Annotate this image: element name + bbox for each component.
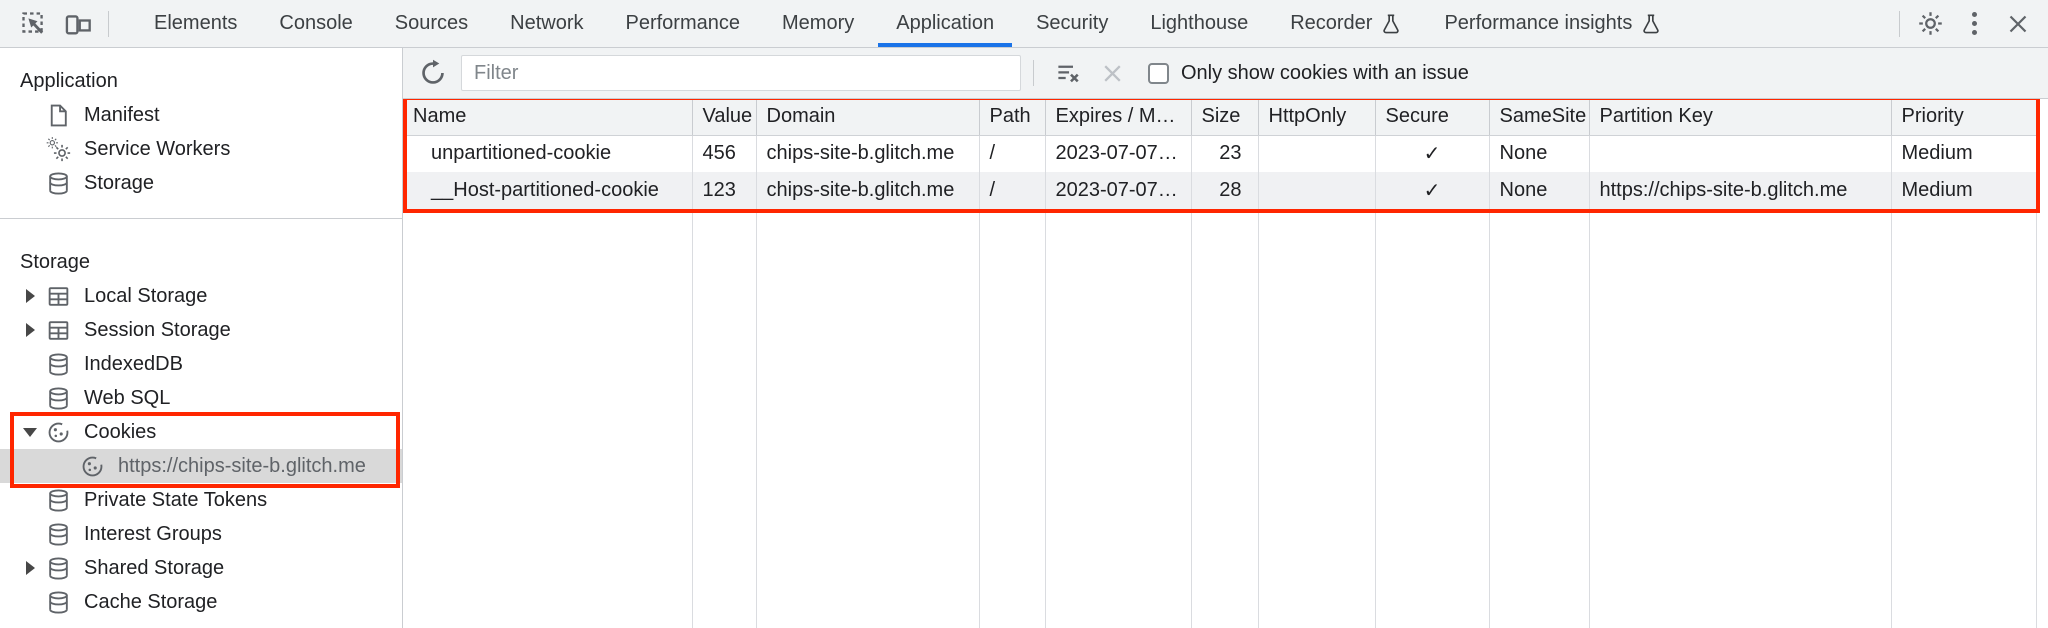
- filter-input[interactable]: [461, 55, 1021, 91]
- cookies-table-area: Name Value Domain Path Expires / M… Size…: [403, 99, 2048, 628]
- tab-application[interactable]: Application: [875, 0, 1015, 47]
- service-worker-gears-icon: [44, 135, 72, 163]
- tab-performance-insights[interactable]: Performance insights: [1423, 0, 1683, 47]
- expand-arrow-icon: [25, 323, 35, 337]
- tab-network[interactable]: Network: [510, 12, 584, 34]
- database-icon: [44, 384, 72, 412]
- application-panel: Application Manifest: [0, 48, 2048, 628]
- sidebar-item-cookie-origin[interactable]: https://chips-site-b.glitch.me: [0, 449, 402, 483]
- sidebar-item-interest-groups[interactable]: Interest Groups: [0, 517, 402, 551]
- device-toolbar-icon: [64, 10, 92, 38]
- settings-gear-icon: [1917, 10, 1944, 37]
- section-title-storage: Storage: [20, 251, 91, 273]
- refresh-button[interactable]: [411, 55, 455, 91]
- delete-selected-button[interactable]: [1090, 55, 1134, 91]
- document-icon: [44, 101, 72, 129]
- cookie-row-host-partitioned[interactable]: __Host-partitioned-cookie 123 chips-site…: [403, 172, 2037, 209]
- tab-elements[interactable]: Elements: [154, 12, 238, 34]
- sidebar-item-service-workers[interactable]: Service Workers: [0, 132, 402, 166]
- sidebar-item-web-sql[interactable]: Web SQL: [0, 381, 402, 415]
- column-header-value[interactable]: Value: [692, 99, 757, 136]
- expand-arrow-icon: [25, 561, 35, 575]
- table-icon: [44, 316, 72, 344]
- column-header-samesite[interactable]: SameSite: [1489, 99, 1590, 136]
- column-header-domain[interactable]: Domain: [756, 99, 980, 136]
- cookies-toolbar: Only show cookies with an issue: [403, 48, 2048, 99]
- issue-filter-label: Only show cookies with an issue: [1181, 61, 1469, 84]
- tab-security[interactable]: Security: [1036, 12, 1109, 34]
- cookie-icon: [44, 418, 72, 446]
- device-toolbar-button[interactable]: [56, 6, 100, 42]
- table-header-row: Name Value Domain Path Expires / M… Size…: [403, 99, 2037, 136]
- application-sidebar: Application Manifest: [0, 48, 403, 628]
- sidebar-item-manifest[interactable]: Manifest: [0, 98, 402, 132]
- tabbar-divider: [1899, 10, 1900, 37]
- kebab-menu-icon: [1971, 12, 1977, 35]
- tab-sources[interactable]: Sources: [394, 12, 469, 34]
- sidebar-item-storage[interactable]: Storage: [0, 166, 402, 200]
- tab-lighthouse[interactable]: Lighthouse: [1150, 12, 1249, 34]
- sidebar-item-shared-storage[interactable]: Shared Storage: [0, 551, 402, 585]
- table-icon: [44, 282, 72, 310]
- table-empty-area: [403, 209, 2037, 628]
- toolbar-divider: [1033, 60, 1034, 86]
- tabbar-right-icons: [1891, 0, 2048, 47]
- clear-filter-icon: [1055, 60, 1082, 87]
- clear-filter-button[interactable]: [1046, 55, 1090, 91]
- column-header-priority[interactable]: Priority: [1891, 99, 2037, 136]
- settings-button[interactable]: [1908, 6, 1952, 42]
- sidebar-item-local-storage[interactable]: Local Storage: [0, 279, 402, 313]
- database-icon: [44, 520, 72, 548]
- inspect-button[interactable]: [12, 6, 56, 42]
- inspect-icon: [20, 10, 48, 38]
- delete-icon: [1100, 61, 1125, 86]
- section-title-application: Application: [20, 70, 118, 92]
- cookies-table: Name Value Domain Path Expires / M… Size…: [403, 99, 2037, 628]
- column-header-path[interactable]: Path: [979, 99, 1046, 136]
- close-icon: [2006, 12, 2030, 36]
- tabbar-tool-icons: [0, 0, 117, 47]
- database-icon: [44, 486, 72, 514]
- more-options-button[interactable]: [1952, 6, 1996, 42]
- expand-arrow-icon: [25, 289, 35, 303]
- database-icon: [44, 350, 72, 378]
- experiment-flask-icon: [1640, 13, 1662, 35]
- sidebar-section-application: Application Manifest: [0, 48, 402, 218]
- close-devtools-button[interactable]: [1996, 6, 2040, 42]
- tab-strip: Elements Console Sources Network Perform…: [133, 0, 1683, 47]
- column-header-partition-key[interactable]: Partition Key: [1589, 99, 1892, 136]
- database-icon: [44, 554, 72, 582]
- column-header-expires[interactable]: Expires / M…: [1045, 99, 1192, 136]
- refresh-icon: [419, 59, 447, 87]
- tab-console[interactable]: Console: [279, 12, 353, 34]
- secure-checkmark: ✓: [1375, 172, 1490, 209]
- collapse-arrow-icon: [23, 427, 37, 437]
- tabbar-divider: [108, 10, 109, 37]
- sidebar-item-private-state-tokens[interactable]: Private State Tokens: [0, 483, 402, 517]
- cookies-panel: Only show cookies with an issue Name Val…: [403, 48, 2048, 628]
- sidebar-item-cache-storage[interactable]: Cache Storage: [0, 585, 402, 619]
- cookie-icon: [78, 452, 106, 480]
- tab-performance[interactable]: Performance: [625, 12, 741, 34]
- cookie-row-unpartitioned[interactable]: unpartitioned-cookie 456 chips-site-b.gl…: [403, 135, 2037, 172]
- tab-recorder[interactable]: Recorder: [1269, 0, 1423, 47]
- sidebar-item-indexeddb[interactable]: IndexedDB: [0, 347, 402, 381]
- sidebar-item-session-storage[interactable]: Session Storage: [0, 313, 402, 347]
- secure-checkmark: ✓: [1375, 135, 1490, 172]
- experiment-flask-icon: [1380, 13, 1402, 35]
- column-header-name[interactable]: Name: [403, 99, 693, 136]
- devtools-tabbar: Elements Console Sources Network Perform…: [0, 0, 2048, 48]
- column-header-httponly[interactable]: HttpOnly: [1258, 99, 1376, 136]
- database-icon: [44, 169, 72, 197]
- tab-memory[interactable]: Memory: [782, 12, 855, 34]
- sidebar-section-storage: Storage Local Storage: [0, 218, 402, 628]
- sidebar-item-cookies[interactable]: Cookies: [0, 415, 402, 449]
- column-header-size[interactable]: Size: [1191, 99, 1259, 136]
- issue-filter-checkbox[interactable]: [1148, 62, 1169, 84]
- column-header-secure[interactable]: Secure: [1375, 99, 1490, 136]
- database-icon: [44, 588, 72, 616]
